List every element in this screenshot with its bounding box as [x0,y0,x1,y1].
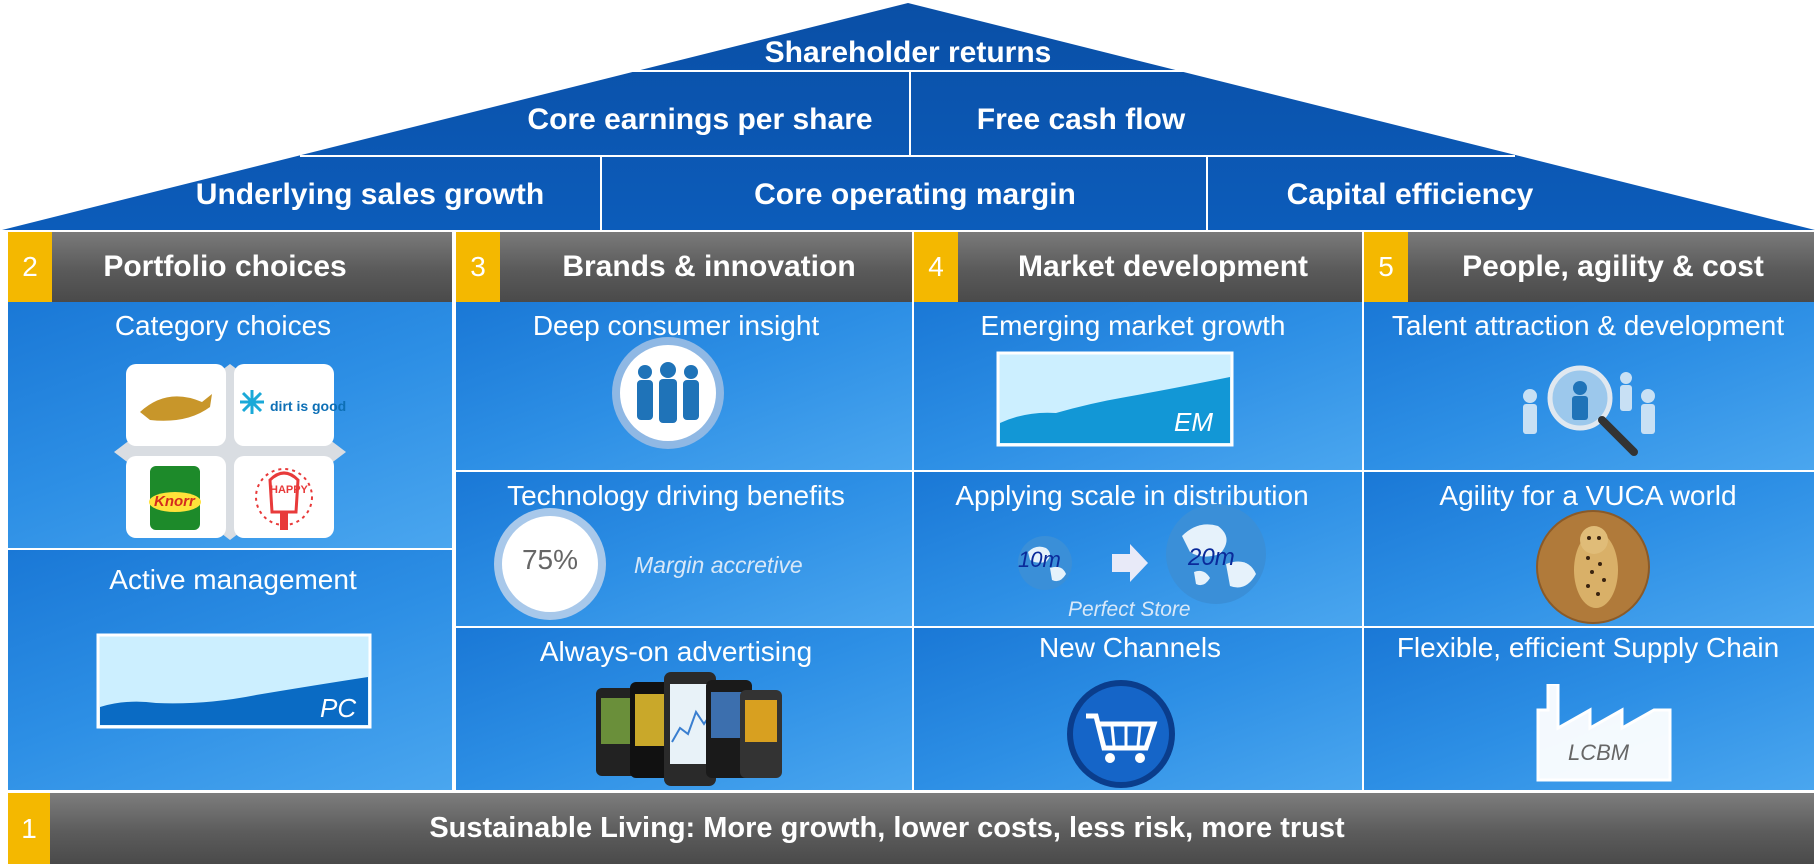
roof-shareholder-returns: Shareholder returns [764,36,1052,69]
roof-core-eps: Core earnings per share [527,103,873,136]
foundation-number: 1 [8,793,50,864]
pillar-header-market: 4 Market development [914,232,1362,302]
cell-technology-benefits: Technology driving benefits 75% Margin a… [456,472,912,626]
foundation-bar: 1 Sustainable Living: More growth, lower… [8,793,1814,864]
globe-small-label: 10m [1018,547,1061,572]
logo-heart-text: HAPPY [270,484,308,496]
cell-emerging-market-growth: Emerging market growth EM [914,302,1362,470]
cell-label: Deep consumer insight [532,310,820,341]
pillar-header-brands: 3 Brands & innovation [456,232,912,302]
pillar-header-portfolio: 2 Portfolio choices [8,232,452,302]
cell-label: Emerging market growth [980,310,1286,341]
pillar-number: 5 [1364,232,1408,302]
cell-label: Talent attraction & development [1391,310,1785,341]
cheetah-image [1536,510,1650,624]
lcbm-label: LCBM [1568,740,1630,765]
cell-applying-scale: Applying scale in distribution 10m 20m P… [914,472,1362,626]
cell-active-management: Active management PC [8,550,452,790]
pillar-header-people: 5 People, agility & cost [1364,232,1814,302]
brand-logos-grid [114,364,346,540]
talent-magnifier-icon [1523,365,1655,456]
roof-underlying-sales-growth: Underlying sales growth [195,178,545,211]
roof-free-cash-flow: Free cash flow [976,103,1186,136]
arrow-right-icon [1112,544,1148,582]
pillar-title: People, agility & cost [1462,250,1764,283]
cell-talent-attraction: Talent attraction & development [1364,302,1814,470]
cell-label: New Channels [1038,632,1222,663]
em-area-chart [996,351,1234,447]
pillar-number: 3 [456,232,500,302]
smartphones-image [596,672,782,786]
logo-dirt-is-good-text: dirt is good [270,398,347,414]
cell-label: Active management [109,564,357,595]
pillar-title: Market development [1017,250,1309,283]
cell-category-choices: Category choices dirt is good Knorr HAPP… [8,302,452,548]
percent-ring [494,508,606,620]
cell-supply-chain: Flexible, efficient Supply Chain LCBM [1364,628,1814,790]
pillar-title: Brands & innovation [562,250,856,283]
cell-label: Technology driving benefits [507,480,845,511]
globe-large-icon [1166,504,1266,604]
cell-label: Applying scale in distribution [955,480,1309,511]
roof-capital-efficiency: Capital efficiency [1286,178,1534,211]
cell-label: Always-on advertising [539,636,813,667]
cell-label: Flexible, efficient Supply Chain [1396,632,1780,663]
globe-small-icon [1018,536,1072,590]
cell-new-channels: New Channels [914,628,1362,790]
cell-label: Category choices [114,310,332,341]
pillar-number: 2 [8,232,52,302]
foundation-title: Sustainable Living: More growth, lower c… [429,812,1345,844]
shopping-cart-icon [1067,680,1175,788]
pc-label: PC [320,693,357,723]
logo-knorr-text: Knorr [154,493,195,510]
globe-large-label: 20m [1188,544,1235,571]
em-label: EM [1174,407,1213,437]
margin-accretive-label: Margin accretive [634,552,803,578]
cell-deep-consumer-insight: Deep consumer insight [456,302,912,470]
pc-area-chart [96,633,372,729]
cell-label: Agility for a VUCA world [1439,480,1737,511]
pillar-number: 4 [914,232,958,302]
cell-always-on-advertising: Always-on advertising [456,628,912,790]
percent-value: 75% [521,544,579,575]
cell-agility-vuca: Agility for a VUCA world [1364,472,1814,626]
people-group-icon [612,337,724,449]
roof [2,3,1815,232]
factory-icon [1536,684,1672,782]
roof-core-operating-margin: Core operating margin [754,178,1076,211]
perfect-store-label: Perfect Store [1068,598,1191,621]
pillar-title: Portfolio choices [103,250,347,283]
